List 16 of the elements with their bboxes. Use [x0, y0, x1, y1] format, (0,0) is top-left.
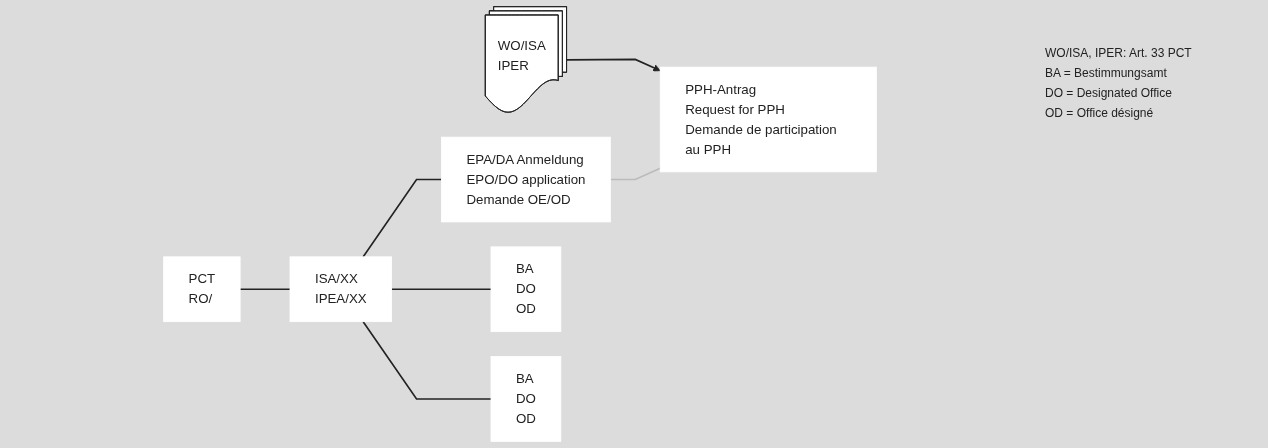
- node-box: BA DO OD: [490, 356, 562, 442]
- node-box: PPH-Antrag Request for PPH Demande de participation au PPH: [659, 66, 877, 173]
- node-box: ISA/XX IPEA/XX: [289, 256, 393, 323]
- abbreviation-key: DO = Designated Office: [1045, 86, 1260, 100]
- connector: [239, 288, 291, 291]
- node-box: PCT RO/: [163, 256, 241, 323]
- arrow: [566, 58, 661, 72]
- connector: [609, 167, 662, 181]
- abbreviation-key: OD = Office désigné: [1045, 106, 1260, 120]
- note-text: WO/ISA, IPER: Art. 33 PCT: [1045, 46, 1193, 60]
- connector: [362, 178, 443, 258]
- abbreviation-key: BA = Bestimmungsamt: [1045, 66, 1260, 80]
- node-box: BA DO OD: [490, 246, 562, 333]
- connector: [362, 320, 492, 400]
- connector: [390, 288, 492, 291]
- node-box: EPA/DA Anmeldung EPO/DO application Demande OE/OD: [441, 136, 611, 223]
